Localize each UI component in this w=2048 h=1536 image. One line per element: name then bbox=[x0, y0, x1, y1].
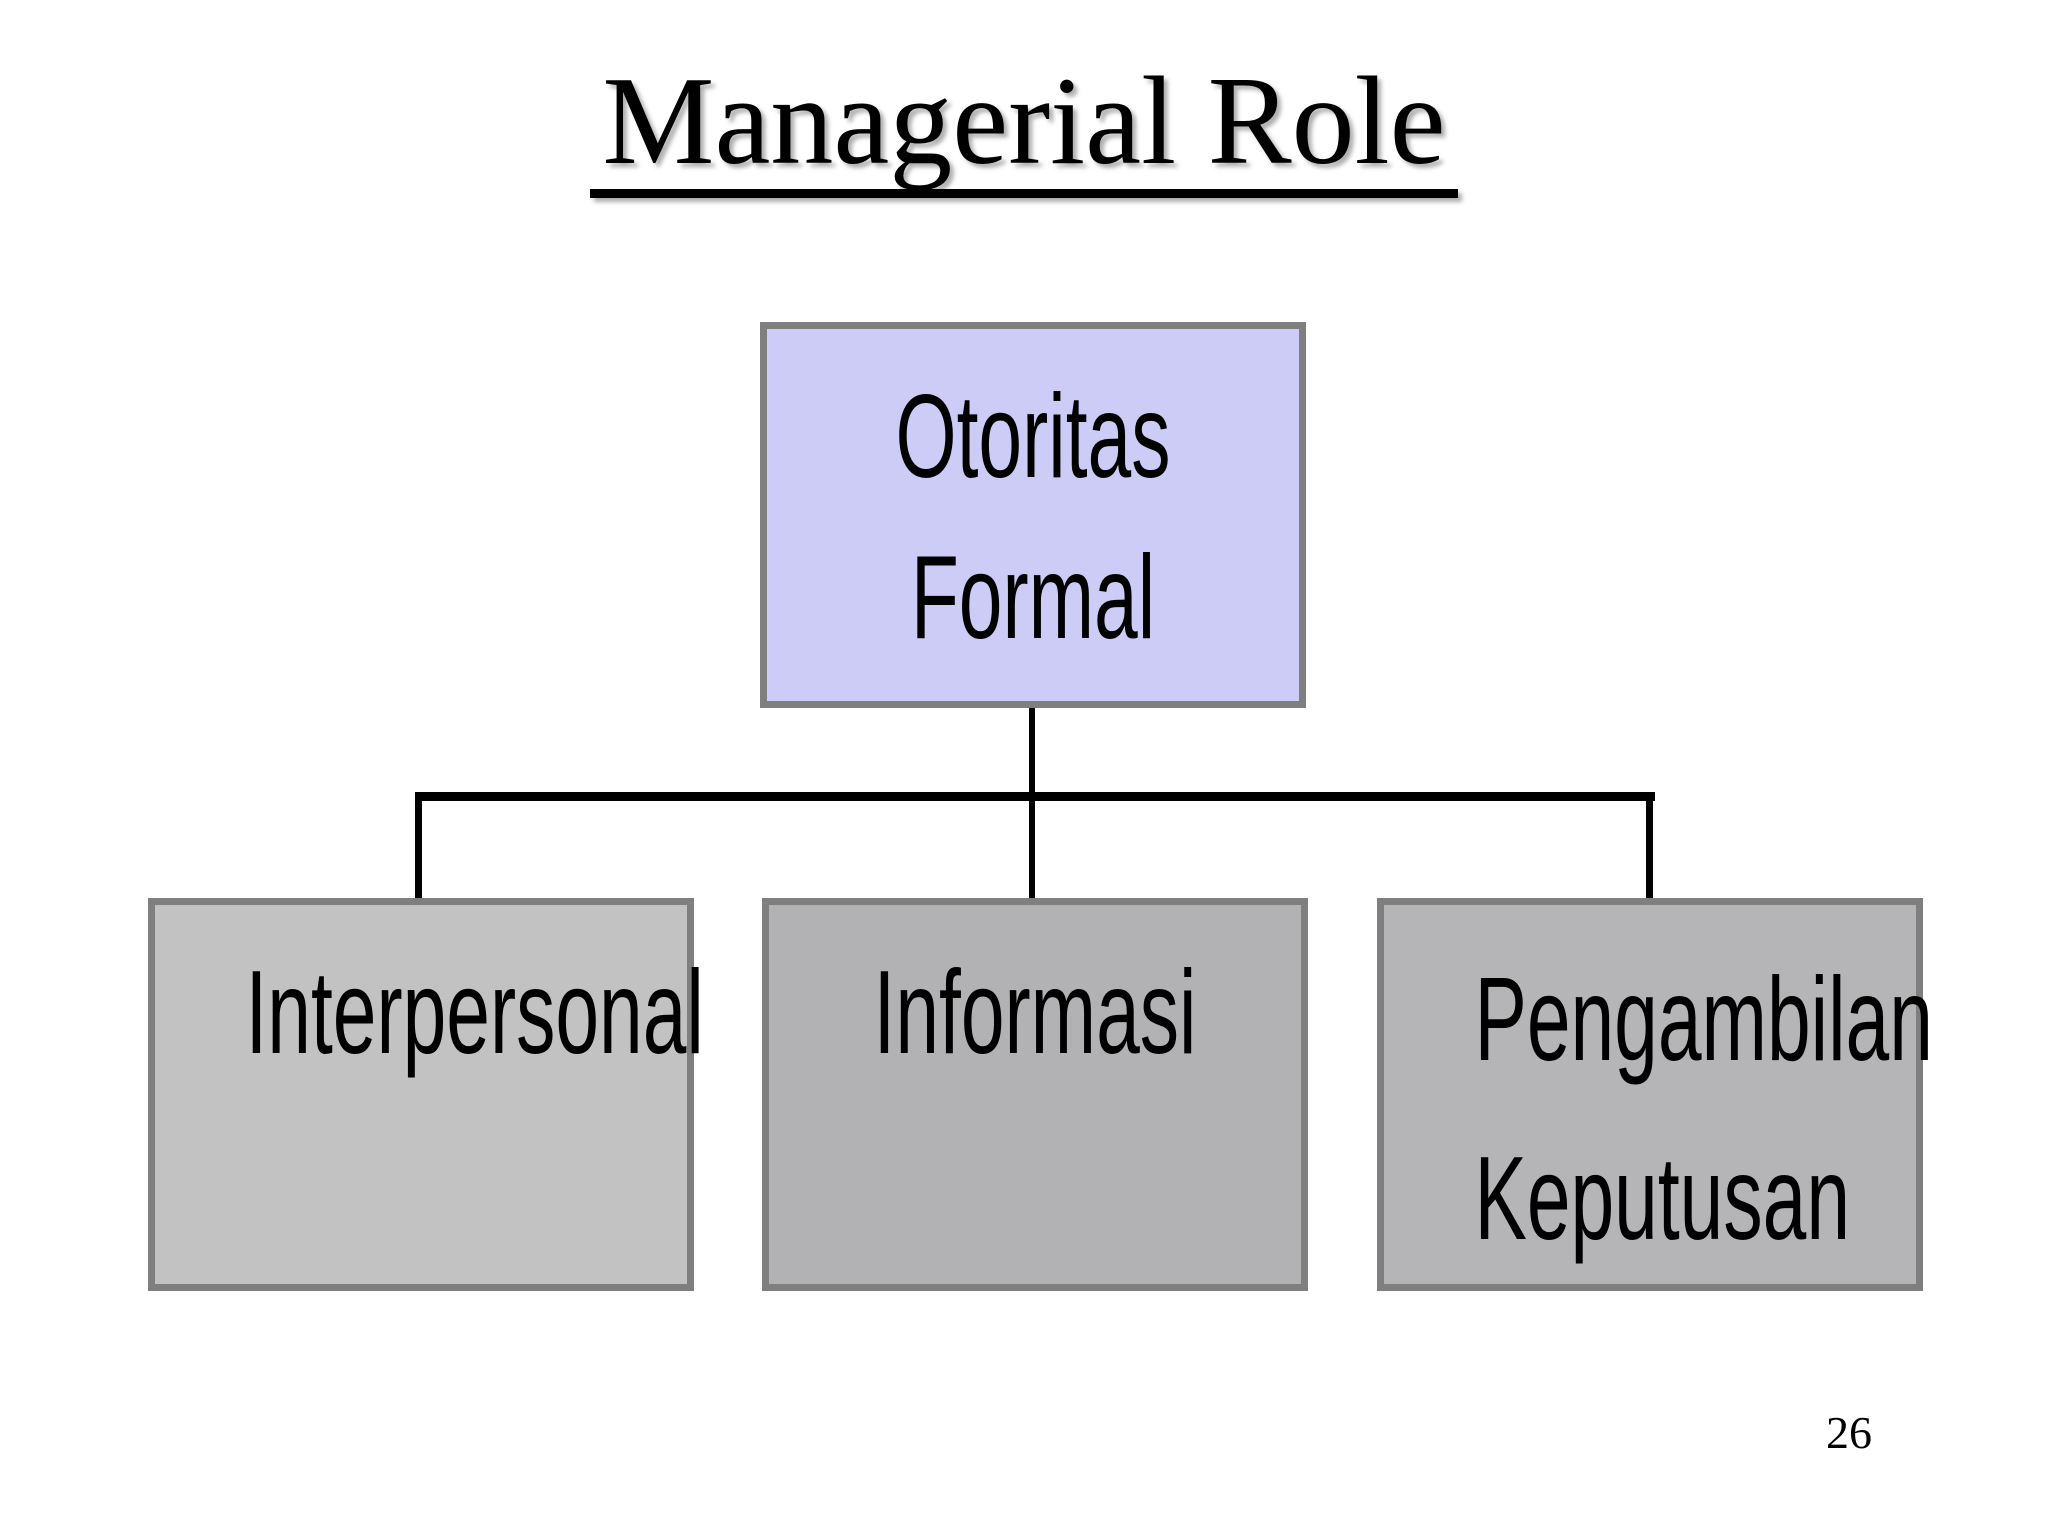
connector-drop-left bbox=[415, 792, 422, 898]
page-title: Managerial Role bbox=[590, 56, 1458, 199]
root-box-label-line-2: Formal bbox=[910, 530, 1156, 664]
connector-horizontal-bar bbox=[415, 792, 1655, 801]
page-number: 26 bbox=[1826, 1407, 1872, 1458]
root-box-label-line-1: Otoritas bbox=[895, 370, 1171, 503]
connector-root-stem bbox=[1029, 707, 1035, 798]
child-box-interpersonal-label: Interpersonal bbox=[245, 946, 704, 1079]
connector-drop-middle bbox=[1029, 792, 1035, 898]
child-box-informasi: Informasi bbox=[762, 898, 1308, 1291]
child-box-interpersonal: Interpersonal bbox=[148, 898, 704, 1291]
child-box-pengambilan-label-line-1: Pengambilan bbox=[1474, 953, 1933, 1086]
child-box-pengambilan-keputusan: Pengambilan Keputusan bbox=[1377, 898, 1933, 1291]
root-box-otoritas-formal: Otoritas Formal bbox=[760, 322, 1306, 708]
child-box-keputusan-label-line-2: Keputusan bbox=[1474, 1131, 1851, 1265]
child-box-informasi-label: Informasi bbox=[873, 946, 1197, 1079]
title-container: Managerial Role bbox=[0, 56, 2048, 199]
connector-drop-right bbox=[1646, 792, 1653, 898]
